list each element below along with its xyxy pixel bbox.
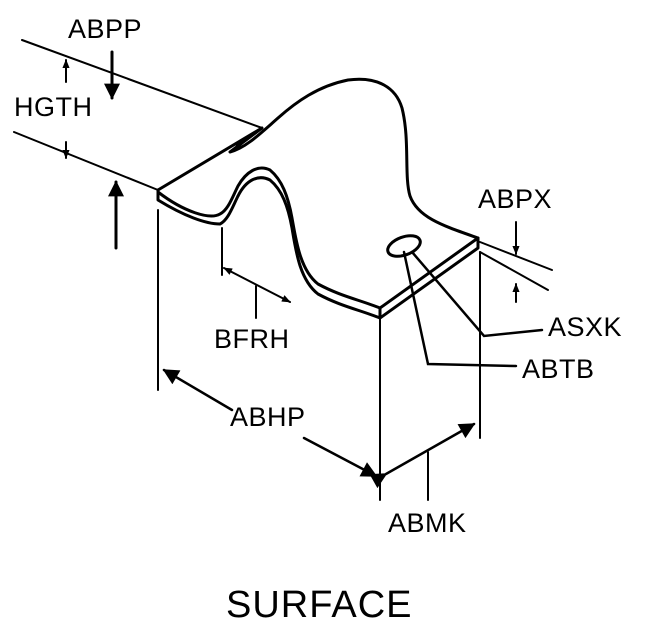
label-abpx: ABPX [478, 184, 553, 214]
label-hgth: HGTH [14, 92, 93, 122]
abtb-leader [402, 250, 518, 368]
abpx-extension-lower [479, 251, 549, 291]
abhp-arrow-left [162, 368, 234, 412]
dimension-lines [13, 39, 553, 501]
label-abtb: ABTB [522, 354, 595, 384]
abmk-line [369, 422, 476, 489]
diagram-caption: SURFACE [226, 584, 413, 626]
hgth-upper-extension [21, 39, 263, 129]
arch-underside [236, 176, 382, 320]
label-bfrh: BFRH [214, 324, 290, 354]
left-foot-front [156, 188, 240, 226]
label-abpp: ABPP [68, 14, 143, 44]
hgth-lower-extension [13, 131, 159, 191]
strap-part [156, 77, 480, 320]
label-abhp: ABHP [230, 402, 306, 432]
abpx-extension-upper [479, 241, 553, 271]
asxk-leader [410, 250, 544, 338]
surface-marks [211, 139, 247, 159]
right-foot-front [378, 236, 480, 320]
bfrh-line [223, 267, 291, 303]
abhp-arrow-right [302, 436, 378, 478]
label-asxk: ASXK [548, 312, 623, 342]
label-abmk: ABMK [388, 508, 467, 538]
